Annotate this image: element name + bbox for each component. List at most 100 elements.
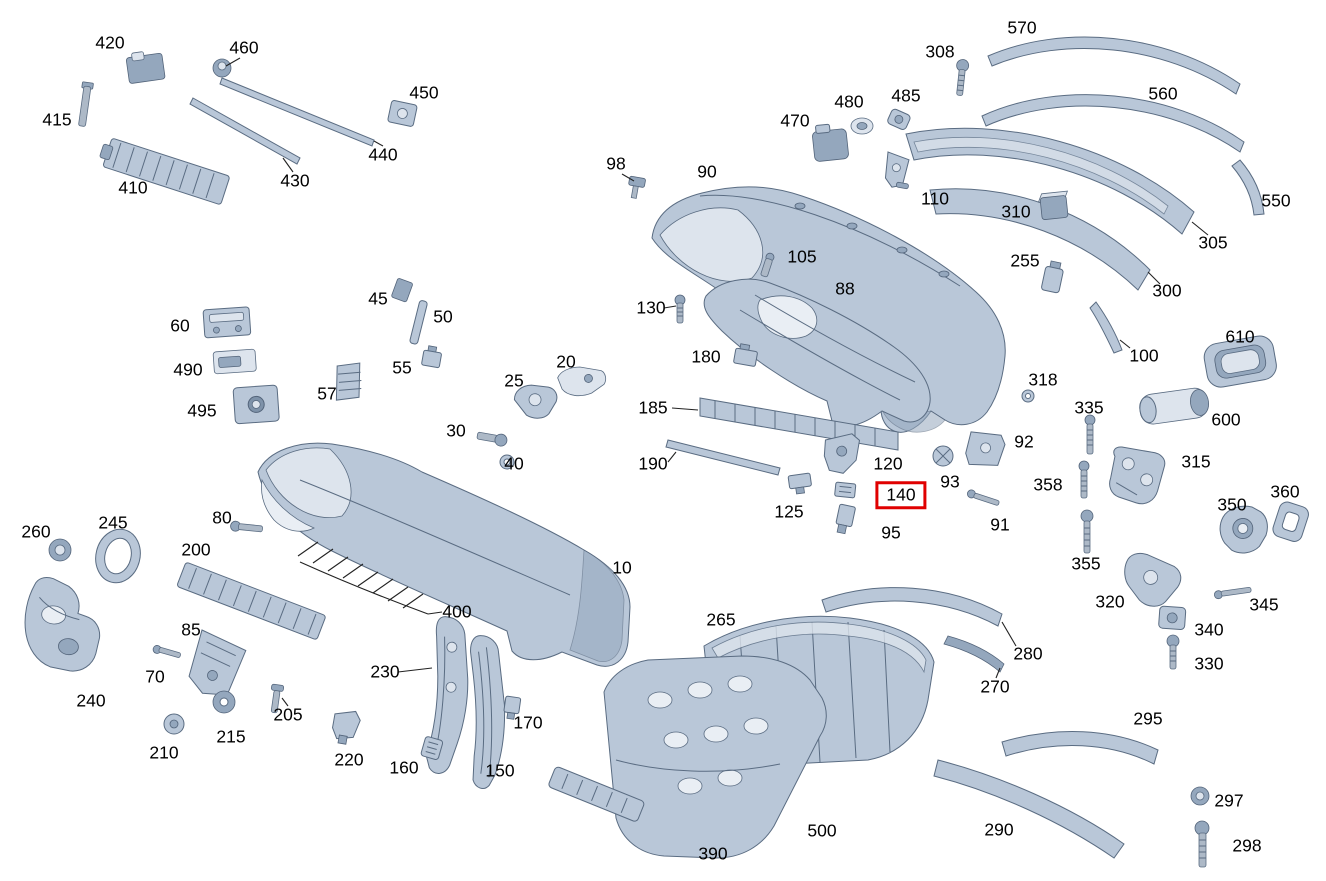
part-shape-30[interactable]	[476, 430, 508, 447]
part-label-91[interactable]: 91	[990, 514, 1010, 535]
part-shape-470[interactable]	[811, 122, 849, 162]
part-label-150[interactable]: 150	[485, 760, 515, 781]
part-shape-92[interactable]	[963, 428, 1007, 472]
part-shape-570[interactable]	[987, 36, 1241, 95]
part-shape-390[interactable]	[603, 655, 827, 859]
part-shape-305[interactable]	[905, 127, 1195, 235]
part-label-60[interactable]: 60	[170, 315, 190, 336]
part-shape-485[interactable]	[886, 108, 911, 131]
part-shape-330[interactable]	[1166, 634, 1180, 670]
part-label-215[interactable]: 215	[216, 726, 246, 747]
part-label-105[interactable]: 105	[787, 246, 817, 267]
part-label-80[interactable]: 80	[212, 507, 232, 528]
part-shape-355[interactable]	[1080, 509, 1094, 554]
part-shape-40[interactable]	[499, 454, 515, 470]
part-label-240[interactable]: 240	[76, 690, 106, 711]
part-shape-70[interactable]	[152, 644, 181, 659]
part-label-358[interactable]: 358	[1033, 474, 1063, 495]
part-label-90[interactable]: 90	[697, 161, 717, 182]
part-label-40[interactable]: 40	[504, 453, 524, 474]
part-label-570[interactable]: 570	[1007, 17, 1037, 38]
part-shape-120[interactable]	[823, 432, 861, 474]
part-shape-245[interactable]	[90, 524, 146, 587]
part-label-345[interactable]: 345	[1249, 594, 1279, 615]
part-label-230[interactable]: 230	[370, 661, 400, 682]
part-label-600[interactable]: 600	[1211, 409, 1241, 430]
part-label-610[interactable]: 610	[1225, 326, 1255, 347]
part-label-308[interactable]: 308	[925, 41, 955, 62]
part-shape-170[interactable]	[503, 695, 522, 720]
part-shape-110[interactable]	[882, 151, 914, 190]
part-shape-205[interactable]	[268, 683, 285, 714]
part-label-25[interactable]: 25	[504, 370, 524, 391]
part-shape-57[interactable]	[332, 360, 364, 403]
part-label-480[interactable]: 480	[834, 91, 864, 112]
part-shape-318[interactable]	[1021, 389, 1035, 403]
part-shape-160[interactable]	[420, 736, 444, 760]
part-label-100[interactable]: 100	[1129, 345, 1159, 366]
part-shape-440[interactable]	[219, 77, 375, 147]
part-label-45[interactable]: 45	[368, 288, 388, 309]
part-label-85[interactable]: 85	[181, 619, 201, 640]
part-shape-190[interactable]	[665, 439, 781, 476]
part-shape-25[interactable]	[512, 379, 561, 423]
part-shape-93[interactable]	[932, 445, 954, 467]
part-shape-415[interactable]	[76, 81, 94, 127]
part-label-315[interactable]: 315	[1181, 451, 1211, 472]
part-label-10[interactable]: 10	[612, 557, 632, 578]
part-label-550[interactable]: 550	[1261, 190, 1291, 211]
part-label-350[interactable]: 350	[1217, 494, 1247, 515]
part-label-260[interactable]: 260	[21, 521, 51, 542]
part-label-125[interactable]: 125	[774, 501, 804, 522]
part-label-270[interactable]: 270	[980, 676, 1010, 697]
part-shape-310[interactable]	[1037, 190, 1071, 220]
part-label-355[interactable]: 355	[1071, 553, 1101, 574]
part-shape-345[interactable]	[1213, 586, 1252, 600]
part-shape-300[interactable]	[929, 188, 1151, 291]
part-label-430[interactable]: 430	[280, 170, 310, 191]
part-label-460[interactable]: 460	[229, 37, 259, 58]
part-shape-98[interactable]	[626, 175, 646, 199]
part-label-310[interactable]: 310	[1001, 201, 1031, 222]
part-shape-95[interactable]	[834, 503, 856, 535]
part-label-560[interactable]: 560	[1148, 83, 1178, 104]
part-shape-410[interactable]	[97, 136, 230, 205]
part-shape-430[interactable]	[189, 97, 301, 165]
part-label-95[interactable]: 95	[881, 522, 901, 543]
part-shape-180[interactable]	[733, 343, 758, 367]
part-label-265[interactable]: 265	[706, 609, 736, 630]
part-shape-360[interactable]	[1271, 500, 1311, 544]
part-label-92[interactable]: 92	[1014, 431, 1034, 452]
part-label-140[interactable]: 140	[875, 481, 927, 509]
part-shape-200[interactable]	[177, 562, 326, 640]
part-shape-297[interactable]	[1190, 786, 1210, 806]
part-label-415[interactable]: 415	[42, 109, 72, 130]
part-shape-240[interactable]	[20, 576, 105, 674]
part-shape-100[interactable]	[1089, 301, 1123, 354]
part-shape-315[interactable]	[1108, 446, 1166, 506]
part-label-245[interactable]: 245	[98, 512, 128, 533]
part-shape-560[interactable]	[981, 94, 1245, 153]
part-shape-85[interactable]	[183, 629, 247, 702]
part-shape-298[interactable]	[1194, 820, 1210, 868]
part-shape-295[interactable]	[1001, 731, 1159, 765]
part-label-410[interactable]: 410	[118, 177, 148, 198]
part-label-305[interactable]: 305	[1198, 232, 1228, 253]
part-label-20[interactable]: 20	[556, 351, 576, 372]
part-label-205[interactable]: 205	[273, 704, 303, 725]
part-shape-320[interactable]	[1120, 551, 1183, 609]
part-label-57[interactable]: 57	[317, 383, 337, 404]
part-label-470[interactable]: 470	[780, 110, 810, 131]
part-shape-140[interactable]	[834, 481, 857, 499]
part-shape-210[interactable]	[163, 713, 185, 735]
part-label-440[interactable]: 440	[368, 144, 398, 165]
part-label-297[interactable]: 297	[1214, 790, 1244, 811]
part-shape-308[interactable]	[954, 59, 970, 96]
part-shape-130[interactable]	[674, 294, 686, 324]
part-shape-255[interactable]	[1041, 260, 1065, 294]
part-label-190[interactable]: 190	[638, 453, 668, 474]
part-shape-270[interactable]	[943, 635, 1005, 673]
part-shape-600[interactable]	[1138, 386, 1211, 425]
part-label-70[interactable]: 70	[145, 666, 165, 687]
part-shape-420[interactable]	[125, 49, 166, 84]
